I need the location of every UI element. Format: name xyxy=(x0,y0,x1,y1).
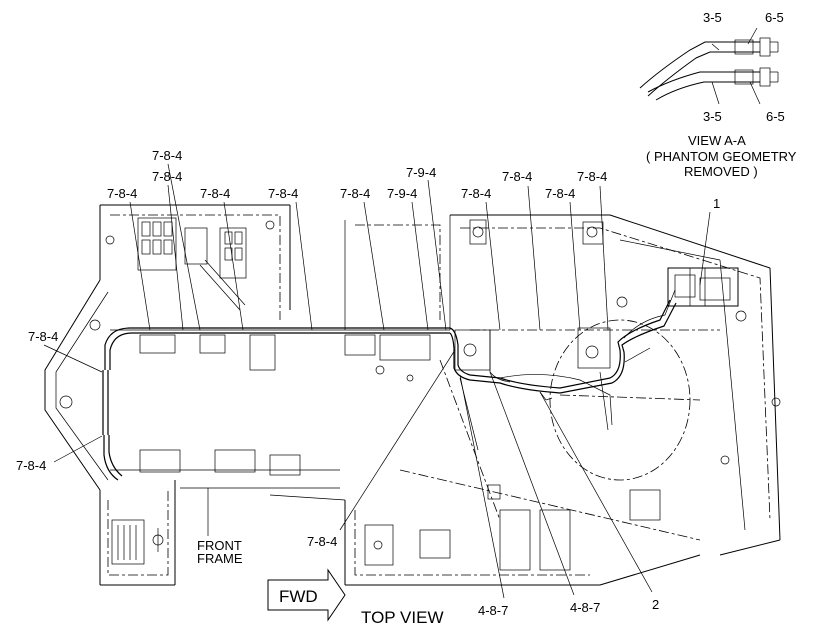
label-top-l: 7-8-4 xyxy=(577,169,607,184)
label-left-upper: 7-8-4 xyxy=(28,329,58,344)
leader-lines xyxy=(43,27,761,599)
view-note-line1: ( PHANTOM GEOMETRY xyxy=(646,149,797,164)
label-callout-1: 1 xyxy=(713,196,720,211)
label-bottom-487-a: 4-8-7 xyxy=(478,603,508,618)
label-top-k: 7-8-4 xyxy=(545,186,575,201)
frame-outline xyxy=(44,204,781,586)
upper-left-panels xyxy=(59,217,275,409)
label-top-j: 7-8-4 xyxy=(502,169,532,184)
front-frame-line2: FRAME xyxy=(197,551,243,566)
front-frame-line1: FRONT xyxy=(197,538,242,553)
fwd-label: FWD xyxy=(279,587,318,606)
brackets xyxy=(139,219,781,571)
wiring-harness xyxy=(102,289,677,481)
label-view-35-bottom: 3-5 xyxy=(703,109,722,124)
label-top-left-b: 7-8-4 xyxy=(152,169,182,184)
fwd-arrow xyxy=(267,568,346,622)
label-top-i: 7-8-4 xyxy=(461,186,491,201)
control-module xyxy=(667,267,739,307)
label-view-65-top: 6-5 xyxy=(765,10,784,25)
label-top-h: 7-9-4 xyxy=(406,165,436,180)
label-callout-2: 2 xyxy=(652,597,659,612)
lower-left-panel xyxy=(111,449,346,565)
label-top-d: 7-8-4 xyxy=(200,186,230,201)
label-top-left-a: 7-8-4 xyxy=(152,148,182,163)
label-left-lower: 7-8-4 xyxy=(16,458,46,473)
label-top-e: 7-8-4 xyxy=(268,186,298,201)
label-top-g: 7-9-4 xyxy=(387,186,417,201)
label-view-35-top: 3-5 xyxy=(703,10,722,25)
label-bottom-mid: 7-8-4 xyxy=(307,534,337,549)
label-bottom-487-b: 4-8-7 xyxy=(570,600,600,615)
top-view-title: TOP VIEW xyxy=(361,608,444,627)
view-aa-detail xyxy=(639,37,779,101)
label-top-left-c: 7-8-4 xyxy=(107,186,137,201)
label-top-f: 7-8-4 xyxy=(340,186,370,201)
view-title: VIEW A-A xyxy=(688,133,746,148)
part-labels: 7-8-4 7-8-4 7-8-4 7-8-4 7-8-4 7-8-4 7-9-… xyxy=(16,10,797,627)
view-note-line2: REMOVED ) xyxy=(684,164,758,179)
label-view-65-bottom: 6-5 xyxy=(766,109,785,124)
